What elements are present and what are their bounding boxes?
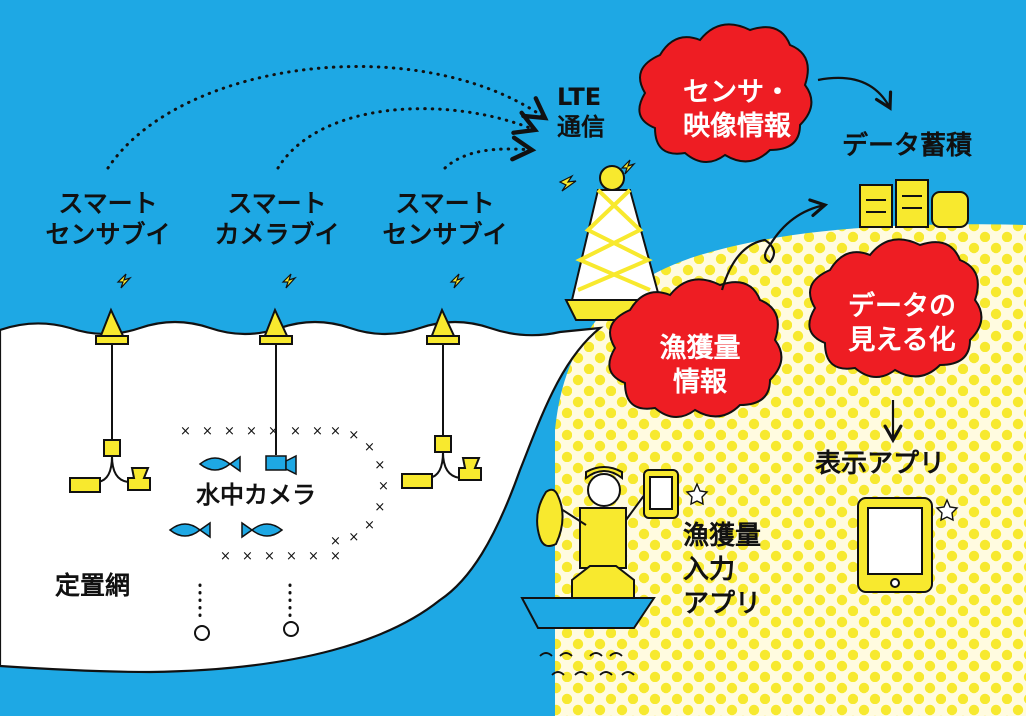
net-marker: × [286,549,297,564]
net-marker: × [348,428,359,443]
buoy-center-icon [259,307,293,455]
cloud-catch-info [608,278,783,418]
label-data-storage: データ蓄積 [842,131,973,161]
net-marker: × [264,549,275,564]
label-buoy-center: スマート カメラブイ [214,189,340,250]
boat-icon [520,597,656,629]
label-buoy-left: スマート センサブイ [45,189,171,250]
net-marker: × [224,424,235,439]
net-marker: × [268,424,279,439]
net-marker: × [220,549,231,564]
net-marker: × [374,500,385,515]
net-marker: × [374,458,385,473]
buoy-right-icon [401,307,482,489]
net-marker: × [246,424,257,439]
label-data-visual: データの 見える化 [848,291,956,356]
arrow-catch-to-storage [720,198,829,291]
net-marker: × [312,424,323,439]
net-marker: × [364,440,375,455]
arrow-to-storage [817,76,893,111]
cloud-data-visual [808,238,983,378]
star-icon [685,482,959,522]
net-marker: × [202,424,213,439]
net-marker: × [242,549,253,564]
net-marker: × [180,424,191,439]
net-marker: × [290,424,301,439]
tablet-icon [857,497,933,593]
label-display-app: 表示アプリ [815,449,946,479]
net-marker: × [308,549,319,564]
anchor-weights [194,621,299,641]
label-underwater-camera: 水中カメラ [196,481,316,509]
water-ripples [539,652,635,676]
label-lte: LTE 通信 [557,83,605,141]
net-marker: × [364,518,375,533]
signal-zaps [116,159,636,289]
label-fixed-net: 定置網 [55,571,131,600]
sea-area [0,320,604,674]
buoy-left-icon [69,307,151,493]
net-marker: × [330,424,341,439]
arrow-buoy-left-to-lte [106,65,549,170]
label-sensor-video: センサ・ 映像情報 [683,77,791,142]
net-marker: × [378,479,389,494]
cloud-sensor-video [638,23,813,163]
net-marker: × [330,534,341,549]
fixed-net: × × × × × × × × × × × × × × × × × × × × × × [180,424,389,564]
fish-icon [168,455,284,539]
camera-icon [265,454,297,476]
arrow-buoy-right-to-lte [443,135,537,170]
net-marker: × [330,549,341,564]
server-icon [859,179,969,228]
arrow-buoy-center-to-lte [276,107,540,170]
anchor-lines [198,583,292,622]
label-input-app: 漁獲量 入力 アプリ [683,521,762,619]
fisherman-icon [536,466,679,599]
label-catch-info: 漁獲量 情報 [659,333,741,398]
label-buoy-right: スマート センサブイ [382,189,508,250]
net-marker: × [348,530,359,545]
